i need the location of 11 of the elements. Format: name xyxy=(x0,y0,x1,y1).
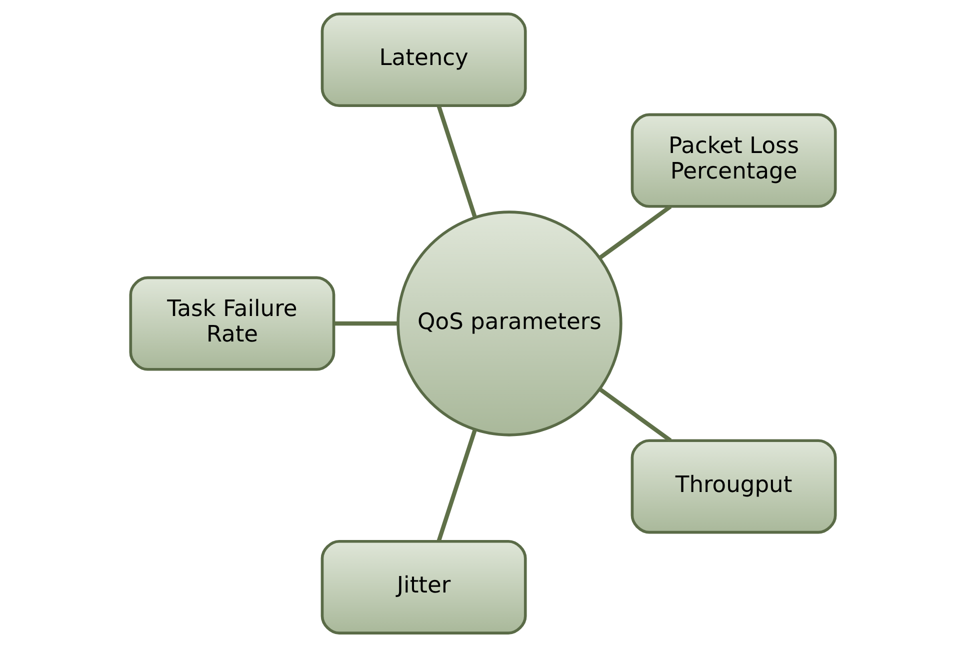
node-box: Througput xyxy=(630,439,837,534)
node-box: Jitter xyxy=(320,540,527,634)
connector xyxy=(436,428,477,542)
node-box: Packet Loss Percentage xyxy=(630,113,837,208)
node-box: Task Failure Rate xyxy=(129,276,336,371)
connector xyxy=(598,388,672,442)
node-circle: QoS parameters xyxy=(396,210,622,436)
connector xyxy=(334,321,398,326)
node-box: Latency xyxy=(320,12,527,108)
connector xyxy=(436,106,477,218)
connector xyxy=(598,204,672,260)
